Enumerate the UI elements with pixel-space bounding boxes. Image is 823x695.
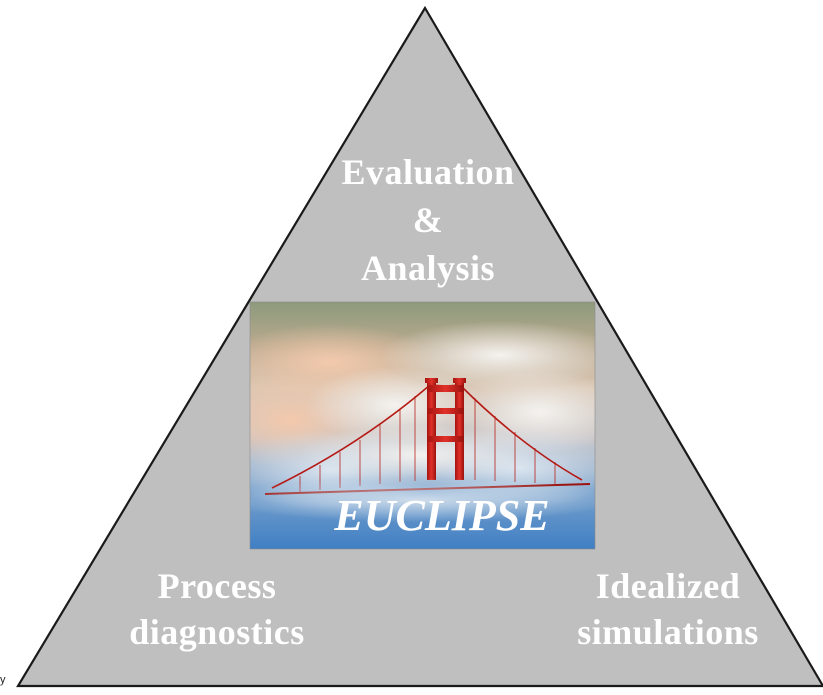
label-evaluation-analysis: Evaluation & Analysis: [300, 148, 556, 292]
label-top-line-3: Analysis: [360, 248, 496, 288]
euclipse-photo: [250, 302, 595, 549]
label-process-diagnostics: Process diagnostics: [82, 563, 352, 655]
bridge-tower: [425, 378, 466, 480]
euclipse-caption: EUCLIPSE: [333, 491, 549, 540]
label-top-line-1: Evaluation: [341, 152, 515, 192]
photo-frame: [249, 301, 596, 550]
label-right-line-1: Idealized: [595, 566, 741, 606]
label-left-line-2: diagnostics: [129, 612, 305, 652]
label-right-line-2: simulations: [577, 612, 759, 652]
label-idealized-simulations: Idealized simulations: [548, 563, 788, 655]
stray-character: y: [0, 674, 6, 686]
label-top-line-2: &: [412, 200, 444, 240]
label-left-line-1: Process: [157, 566, 277, 606]
